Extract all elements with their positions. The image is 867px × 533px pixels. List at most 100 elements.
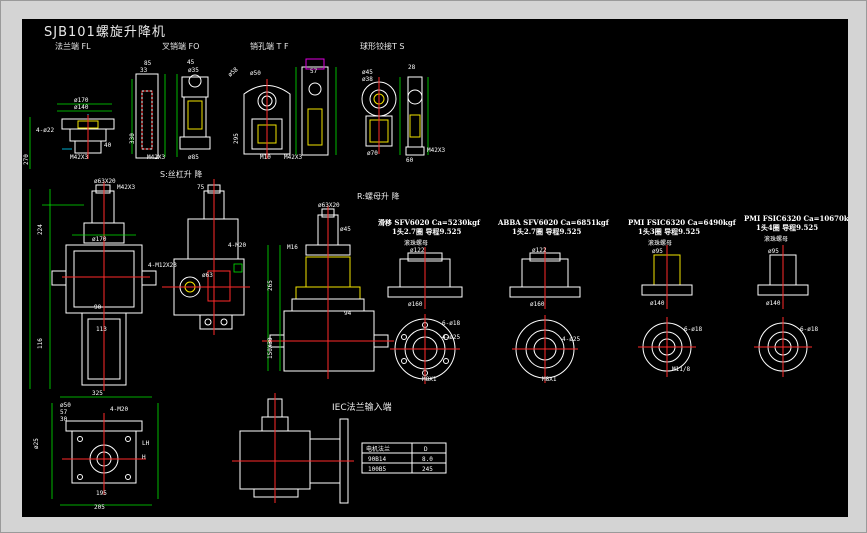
ts2-dim-3: M42X3 [427, 147, 445, 154]
fl-dim-6: 40 [104, 142, 112, 149]
bot-dim-1: 325 [92, 390, 103, 397]
tf-pin-view: ø50 ø58 M10 295 57 M42X3 [227, 58, 337, 161]
tf2-dim-1: 57 [310, 68, 318, 75]
nut-2-line2: 1头2.7圈 导程9.525 [512, 227, 582, 236]
bot-dim-2: 4-M20 [110, 406, 128, 413]
nut-3-dim-2: ø140 [650, 300, 665, 307]
s-side-dim-2: 4-M20 [228, 242, 246, 249]
nut-1: 滑移 SFV6020 Ca=5230kgf 1头2.7圈 导程9.525 滚珠螺… [378, 218, 481, 384]
fo-dim-7: ø85 [188, 154, 199, 161]
s-front-dim-6: 113 [96, 326, 107, 333]
s-front-dim-3: ø170 [92, 236, 107, 243]
s-side-dim-5: ø63 [202, 272, 213, 279]
bot-dim-4: 57 [60, 409, 68, 416]
r-side-dim-6: 94 [344, 310, 352, 317]
fo-dim-1: 85 [144, 60, 152, 67]
fo-dim-6: 330 [129, 133, 136, 144]
cad-drawing-canvas[interactable]: SJB101螺旋升降机 法兰端 FL 叉销端 FO 销孔端 T F 球形铰接T … [22, 19, 848, 517]
tf2-dim-4: M42X3 [284, 154, 302, 161]
nut-2-dim-6: M8X1 [542, 376, 557, 383]
nut-4-dim-2: ø140 [766, 300, 781, 307]
r-side-dim-1: ø63X20 [318, 202, 340, 209]
bot-dim-3: ø50 [60, 402, 71, 409]
nut-4-dim-1: ø95 [768, 248, 779, 255]
nut-3-dim-1: ø95 [652, 248, 663, 255]
nut-3-dim-4: 6-ø18 [684, 326, 702, 333]
tf-dim-4: M10 [260, 154, 271, 161]
nut-1-sub: 滚珠螺母 [404, 239, 428, 247]
nut-4-line1: PMI FSIC6320 Ca=10670kgf [744, 214, 848, 223]
ts-dim-4: ø70 [367, 150, 378, 157]
table-header-1: 电机法兰 [366, 445, 390, 453]
fo-dim-4: ø35 [188, 67, 199, 74]
s-front-dim-1: ø63X20 [94, 178, 116, 185]
nut-1-dim-2: ø160 [408, 301, 423, 308]
drawing-title: SJB101螺旋升降机 [44, 25, 166, 40]
nut-4: PMI FSIC6320 Ca=10670kgf 1头4圈 导程9.525 滚珠… [744, 214, 848, 377]
label-pin-end: 销孔端 T F [250, 41, 289, 51]
nut-2: ABBA SFV6020 Ca=6851kgf 1头2.7圈 导程9.525 ø… [497, 218, 610, 383]
tf-dim-8: 295 [233, 133, 240, 144]
table-cell-1-2: 8.0 [422, 456, 433, 463]
nut-3-line1: PMI FSIC6320 Ca=6490kgf [628, 218, 737, 227]
nut-1-dim-7: M8X1 [422, 376, 437, 383]
drawing-svg: SJB101螺旋升降机 法兰端 FL 叉销端 FO 销孔端 T F 球形铰接T … [23, 25, 848, 511]
nut-2-dim-2: ø160 [530, 301, 545, 308]
fo-dim-2: 33 [140, 67, 148, 74]
nut-3-line2: 1头3圈 导程9.525 [638, 227, 700, 236]
label-flange-end: 法兰端 FL [55, 41, 91, 51]
bottom-square-view: 325 4-M20 ø50 57 30 195 205 LH H ø25 [33, 390, 159, 511]
s-front-dim-5: 90 [94, 304, 102, 311]
bot-dim-5: 30 [60, 416, 68, 423]
iec-flange-view [232, 393, 354, 504]
bot-dim-9: LH [142, 440, 150, 447]
fo-dim-3: 45 [187, 59, 195, 66]
table-cell-2-2: 245 [422, 466, 433, 473]
r-side-dim-4: 265 [267, 280, 274, 291]
nut-3-sub: 滚珠螺母 [648, 239, 672, 247]
s-side-dim-3: 4-M12X23 [148, 262, 177, 269]
r-side-view: ø63X20 ø45 M16 265 150X30 94 [262, 202, 394, 379]
section-iec-label: IEC法兰输入端 [332, 401, 392, 413]
r-side-dim-2: ø45 [340, 226, 351, 233]
r-side-dim-5: 150X30 [267, 337, 274, 359]
table-cell-2-1: 100B5 [368, 466, 386, 473]
bot-dim-11: ø25 [33, 438, 40, 449]
nut-3-dim-6: M11/8 [672, 366, 690, 373]
tf-dim-1: ø50 [250, 70, 261, 77]
nut-3: PMI FSIC6320 Ca=6490kgf 1头3圈 导程9.525 滚珠螺… [628, 218, 737, 377]
fl-dim-1: ø170 [74, 97, 89, 104]
nut-1-dim-6: 4-ø25 [442, 334, 460, 341]
s-side-view: 75 4-M20 4-M12X23 ø63 [148, 179, 250, 335]
nut-1-line2: 1头2.7圈 导程9.525 [392, 227, 462, 236]
tf-dim-2: ø58 [227, 66, 240, 79]
nut-4-sub: 滚珠螺母 [764, 235, 788, 243]
motor-flange-table: 电机法兰 D 90B14 8.0 100B5 245 [361, 442, 447, 474]
section-s-label: S:丝杠升 降 [160, 169, 202, 179]
ts2-dim-1: 28 [408, 64, 416, 71]
section-r-label: R:螺母升 降 [357, 191, 400, 201]
ts2-dim-4: 60 [406, 157, 414, 164]
nut-2-dim-1: ø122 [532, 247, 547, 254]
nut-1-dim-5: 6-ø18 [442, 320, 460, 327]
ts-dim-1: ø45 [362, 69, 373, 76]
table-cell-1-1: 90B14 [368, 456, 386, 463]
nut-2-dim-5: 4-ø25 [562, 336, 580, 343]
bot-dim-10: H [142, 454, 146, 461]
s-front-dim-2: M42X3 [117, 184, 135, 191]
fl-dim-5: 270 [23, 154, 30, 165]
nut-4-dim-4: 6-ø18 [800, 326, 818, 333]
label-ball-joint: 球形铰接T S [360, 41, 405, 51]
fl-dim-2: ø140 [74, 104, 89, 111]
ts-ball-joint-view: ø45 ø38 ø70 28 60 M42X3 [361, 64, 445, 164]
label-fork-end: 叉销端 FO [162, 41, 199, 51]
fl-flange-view: ø170 ø140 M42X3 4-ø22 270 40 [23, 97, 115, 169]
bot-dim-7: 195 [96, 490, 107, 497]
bot-dim-8: 205 [94, 504, 105, 511]
fl-dim-4: 4-ø22 [36, 127, 54, 134]
s-front-dim-8: 224 [37, 224, 44, 235]
fl-dim-3: M42X3 [70, 154, 88, 161]
fo-fork-view: 85 33 45 ø35 M42X3 330 ø85 [129, 59, 211, 161]
nut-1-line1: 滑移 SFV6020 Ca=5230kgf [378, 218, 481, 227]
fo-dim-5: M42X3 [147, 154, 165, 161]
